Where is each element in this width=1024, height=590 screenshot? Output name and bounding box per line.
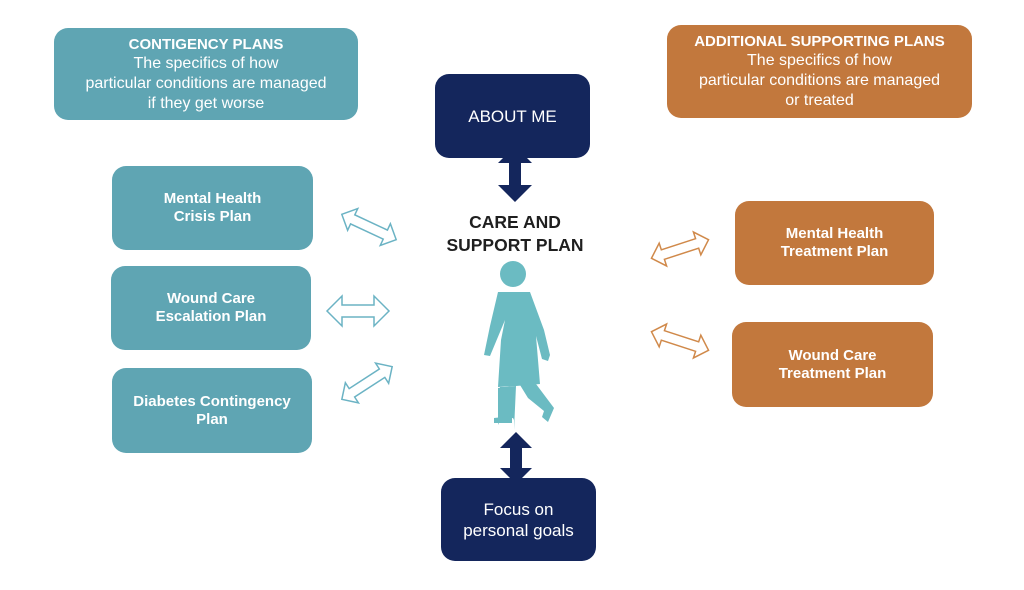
contingency-plans-header: CONTIGENCY PLANS The specifics of how pa… [54, 28, 358, 120]
goals-line: Focus on [483, 499, 554, 519]
crisis-plan-double-arrow-icon [340, 207, 398, 247]
plan-label: Plan [196, 410, 228, 428]
contingency-header-title: CONTIGENCY PLANS [128, 35, 284, 53]
supporting-header-title: ADDITIONAL SUPPORTING PLANS [694, 33, 945, 50]
care-support-plan-title: CARE AND SUPPORT PLAN [420, 211, 610, 257]
plan-label: Treatment Plan [780, 243, 889, 260]
about-me-label: ABOUT ME [468, 106, 557, 126]
plan-label: Crisis Plan [173, 208, 252, 225]
plan-label: Mental Health [163, 190, 262, 207]
supporting-header-line: or treated [785, 92, 854, 109]
center-title-line: CARE AND [469, 212, 561, 232]
wound-care-treatment-plan[interactable]: Wound Care Treatment Plan [732, 322, 933, 407]
supporting-header-line: The specifics of how [747, 52, 892, 69]
plan-label: Treatment Plan [778, 364, 887, 382]
plan-label: Mental Health [785, 225, 884, 242]
wound-care-escalation-plan[interactable]: Wound Care Escalation Plan [111, 266, 311, 350]
personal-goals-box[interactable]: Focus on personal goals [441, 478, 596, 561]
about-me-double-arrow-icon [498, 146, 532, 202]
contingency-header-line: if they get worse [147, 94, 265, 112]
mh-treatment-double-arrow-icon [650, 230, 710, 268]
plan-label: Wound Care [788, 346, 877, 364]
mental-health-treatment-plan[interactable]: Mental Health Treatment Plan [735, 201, 934, 285]
center-title-line: SUPPORT PLAN [446, 235, 584, 255]
wc-treatment-double-arrow-icon [650, 322, 710, 360]
escalation-plan-double-arrow-icon [325, 294, 391, 328]
goals-double-arrow-icon [500, 432, 532, 484]
contingency-header-line: particular conditions are managed [85, 74, 327, 92]
plan-label: Escalation Plan [155, 308, 267, 325]
about-me-box[interactable]: ABOUT ME [435, 74, 590, 158]
supporting-plans-header: ADDITIONAL SUPPORTING PLANS The specific… [667, 25, 972, 118]
plan-label: Diabetes Contingency [133, 392, 291, 410]
diabetes-contingency-plan[interactable]: Diabetes Contingency Plan [112, 368, 312, 453]
diabetes-plan-double-arrow-icon [340, 362, 394, 404]
plan-label: Wound Care [166, 290, 256, 307]
supporting-header-line: particular conditions are managed [698, 72, 941, 89]
goals-line: personal goals [463, 520, 574, 540]
mental-health-crisis-plan[interactable]: Mental Health Crisis Plan [112, 166, 313, 250]
person-walking-icon [484, 261, 554, 430]
contingency-header-line: The specifics of how [133, 54, 279, 72]
